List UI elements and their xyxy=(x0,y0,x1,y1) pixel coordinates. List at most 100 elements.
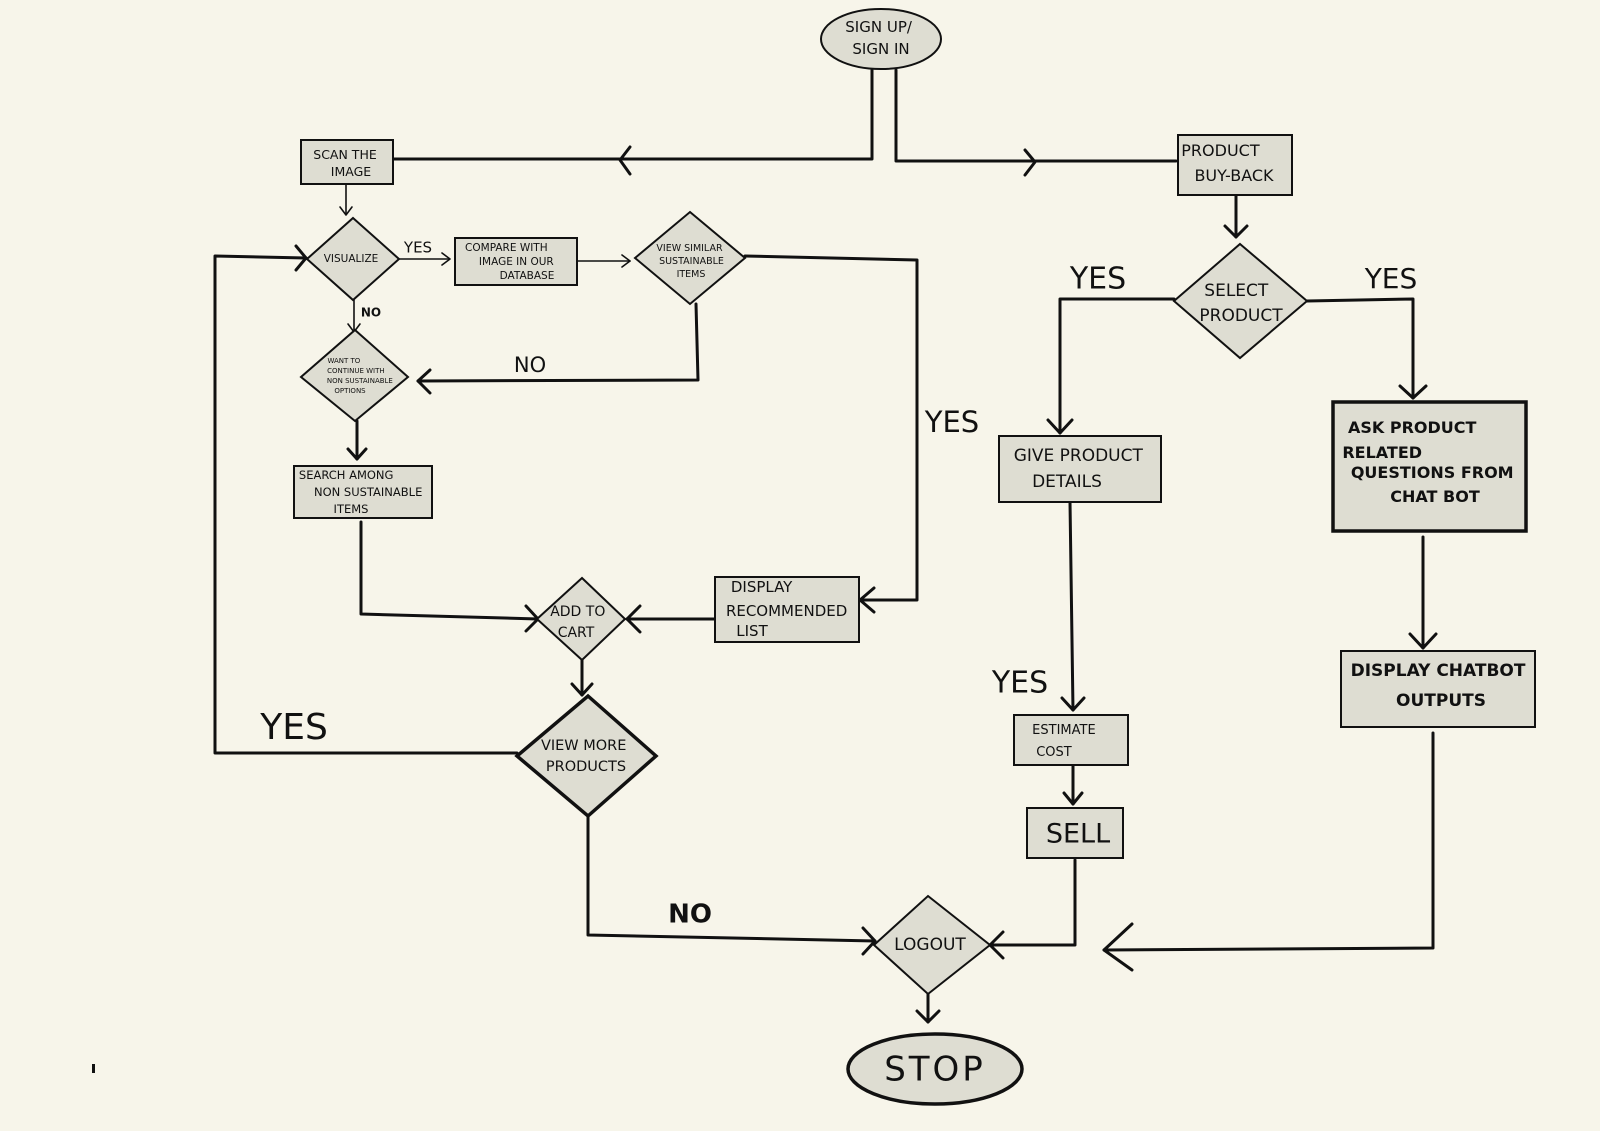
add-to-cart-node: ADD TO CART xyxy=(535,576,627,662)
display-recommended-line-2: RECOMMENDED xyxy=(726,602,847,620)
display-chatbot-line-2: OUTPUTS xyxy=(1396,691,1486,711)
svg-text:ADD TO CART: ADD TO CART xyxy=(550,604,610,641)
svg-text:WANT TO CONTINUE WITH: WANT TO CONTINUE WITH NON SUSTAINABLE OP… xyxy=(327,357,395,395)
svg-text:COMPARE WITH IMAGE IN OU: COMPARE WITH IMAGE IN OUR DATABASE xyxy=(465,242,557,282)
view-more-no-label: NO xyxy=(668,900,712,930)
signup-line-2: SIGN IN xyxy=(852,40,909,58)
search-among-node: SEARCH AMONG NON SUSTAINABLE ITEMS xyxy=(293,465,433,519)
select-product-node: SELECT PRODUCT xyxy=(1172,242,1309,360)
arrowhead-to-estimate xyxy=(1060,696,1086,712)
connector-signin-to-scan xyxy=(391,68,874,161)
svg-text:DISPLAY CHATBOT OUTPUTS: DISPLAY CHATBOT OUTPUTS xyxy=(1351,661,1532,711)
logout-label: LOGOUT xyxy=(894,935,966,955)
view-similar-line-2: SUSTAINABLE xyxy=(659,256,724,267)
scan-image-line-2: IMAGE xyxy=(331,164,371,179)
svg-text:DISPLAY RECOMMENDED: DISPLAY RECOMMENDED LIST xyxy=(726,578,852,640)
arrowhead-to-viewmore xyxy=(570,682,594,697)
view-similar-line-3: ITEMS xyxy=(677,269,706,280)
view-more-yes-label: YES xyxy=(259,707,328,748)
visualize-no-label: NO xyxy=(361,306,381,320)
scan-image-line-1: SCAN THE xyxy=(313,147,377,162)
arrowhead-to-chatbot xyxy=(1408,632,1438,650)
compare-node: COMPARE WITH IMAGE IN OUR DATABASE xyxy=(454,237,578,286)
view-more-line-1: VIEW MORE xyxy=(541,738,626,754)
connector-viewsimilar-to-recommended xyxy=(743,254,919,602)
stray-mark xyxy=(92,1064,95,1073)
sell-label: SELL xyxy=(1046,819,1110,850)
want-continue-line-3: NON SUSTAINABLE xyxy=(327,377,393,385)
visualize-yes-label: YES xyxy=(403,239,432,257)
arrowhead-loop-to-visualize xyxy=(294,244,308,272)
estimate-cost-line-2: COST xyxy=(1036,745,1072,760)
svg-text:SELECT PRODUCT: SELECT PRODUCT xyxy=(1199,281,1283,326)
select-yes-left-label: YES xyxy=(1069,262,1126,297)
svg-text:ASK PRODUCT RELATED: ASK PRODUCT RELATED QUESTIONS FROM CHAT … xyxy=(1342,418,1519,506)
view-more-line-2: PRODUCTS xyxy=(546,759,626,775)
give-details-node: GIVE PRODUCT DETAILS xyxy=(998,435,1162,503)
arrowhead-to-buyback xyxy=(1023,148,1037,177)
ask-questions-line-1: ASK PRODUCT xyxy=(1348,418,1477,437)
arrowhead-to-continue-from-right xyxy=(416,368,432,395)
want-continue-node: WANT TO CONTINUE WITH NON SUSTAINABLE OP… xyxy=(299,328,410,423)
scan-image-node: SCAN THE IMAGE xyxy=(300,139,394,185)
arrowhead-to-logout-from-chatbot xyxy=(1102,922,1134,972)
visualize-label: VISUALIZE xyxy=(324,253,379,265)
search-among-line-1: SEARCH AMONG xyxy=(299,468,394,482)
display-recommended-line-3: LIST xyxy=(736,622,768,640)
svg-text:GIVE PRODUCT DETAILS: GIVE PRODUCT DETAILS xyxy=(1014,446,1149,492)
give-details-line-2: DETAILS xyxy=(1032,472,1102,492)
view-similar-yes-label: YES xyxy=(924,405,979,439)
display-chatbot-line-1: DISPLAY CHATBOT xyxy=(1351,661,1526,681)
display-recommended-line-1: DISPLAY xyxy=(731,578,793,596)
compare-line-1: COMPARE WITH xyxy=(465,242,548,254)
ask-questions-line-4: CHAT BOT xyxy=(1390,487,1480,506)
arrowhead-to-cart-from-recommended xyxy=(625,604,642,634)
estimate-cost-node: ESTIMATE COST xyxy=(1013,714,1129,766)
connector-select-to-ask xyxy=(1305,297,1415,400)
svg-text:SEARCH AMONG NON SUSTAIN: SEARCH AMONG NON SUSTAINABLE ITEMS xyxy=(299,468,426,516)
display-chatbot-node: DISPLAY CHATBOT OUTPUTS xyxy=(1340,650,1536,728)
connector-search-to-cart xyxy=(359,520,540,621)
select-product-line-2: PRODUCT xyxy=(1199,306,1283,326)
select-yes-right-label: YES xyxy=(1364,262,1418,295)
connector-viewsimilar-to-continue xyxy=(416,302,700,383)
edge-labels: YES NO NO YES YES NO YES YES YES xyxy=(259,239,1417,930)
give-details-line-1: GIVE PRODUCT xyxy=(1014,446,1144,466)
visualize-node: VISUALIZE xyxy=(305,216,401,302)
connector-signin-to-buyback xyxy=(894,68,1178,163)
arrowhead-to-compare xyxy=(441,252,451,266)
want-continue-line-4: OPTIONS xyxy=(334,387,366,395)
connector-viewmore-to-logout xyxy=(586,813,877,943)
arrowhead-to-details xyxy=(1046,418,1074,435)
svg-text:VIEW MORE PRODUCTS: VIEW MORE PRODUCTS xyxy=(541,738,631,775)
connector-details-to-estimate xyxy=(1068,500,1075,712)
ask-questions-line-3: QUESTIONS FROM xyxy=(1351,463,1514,482)
stop-node: STOP xyxy=(846,1032,1024,1106)
logout-node: LOGOUT xyxy=(872,894,992,996)
product-buyback-line-1: PRODUCT xyxy=(1181,141,1260,160)
connector-select-to-details xyxy=(1058,297,1176,435)
select-product-line-1: SELECT xyxy=(1204,281,1269,301)
arrowhead-to-ask xyxy=(1398,384,1428,400)
arrowhead-to-stop xyxy=(915,1009,941,1024)
arrowhead-to-sell xyxy=(1062,791,1084,806)
product-buyback-line-2: BUY-BACK xyxy=(1194,166,1274,185)
svg-text:VIEW SIMILAR SUSTAINABLE: VIEW SIMILAR SUSTAINABLE ITEMS xyxy=(656,243,727,280)
connectors xyxy=(213,68,1438,1024)
view-more-node: VIEW MORE PRODUCTS xyxy=(514,693,659,819)
search-among-line-3: ITEMS xyxy=(334,502,369,516)
svg-text:SIGN UP/ SIGN IN: SIGN UP/ SIGN IN xyxy=(845,18,916,58)
want-continue-line-1: WANT TO xyxy=(327,357,360,365)
connector-chatbot-to-logout xyxy=(1102,731,1435,952)
ask-questions-line-2: RELATED xyxy=(1342,443,1422,462)
stop-label: STOP xyxy=(884,1050,986,1090)
want-continue-line-2: CONTINUE WITH xyxy=(327,367,385,375)
estimate-cost-line-1: ESTIMATE xyxy=(1032,723,1096,738)
sell-node: SELL xyxy=(1026,807,1124,859)
view-similar-no-label: NO xyxy=(514,353,546,377)
arrowhead-to-search xyxy=(346,447,368,461)
signup-node: SIGN UP/ SIGN IN xyxy=(820,8,942,70)
connector-sell-to-logout xyxy=(988,858,1077,947)
arrowhead-to-scan xyxy=(618,145,632,176)
